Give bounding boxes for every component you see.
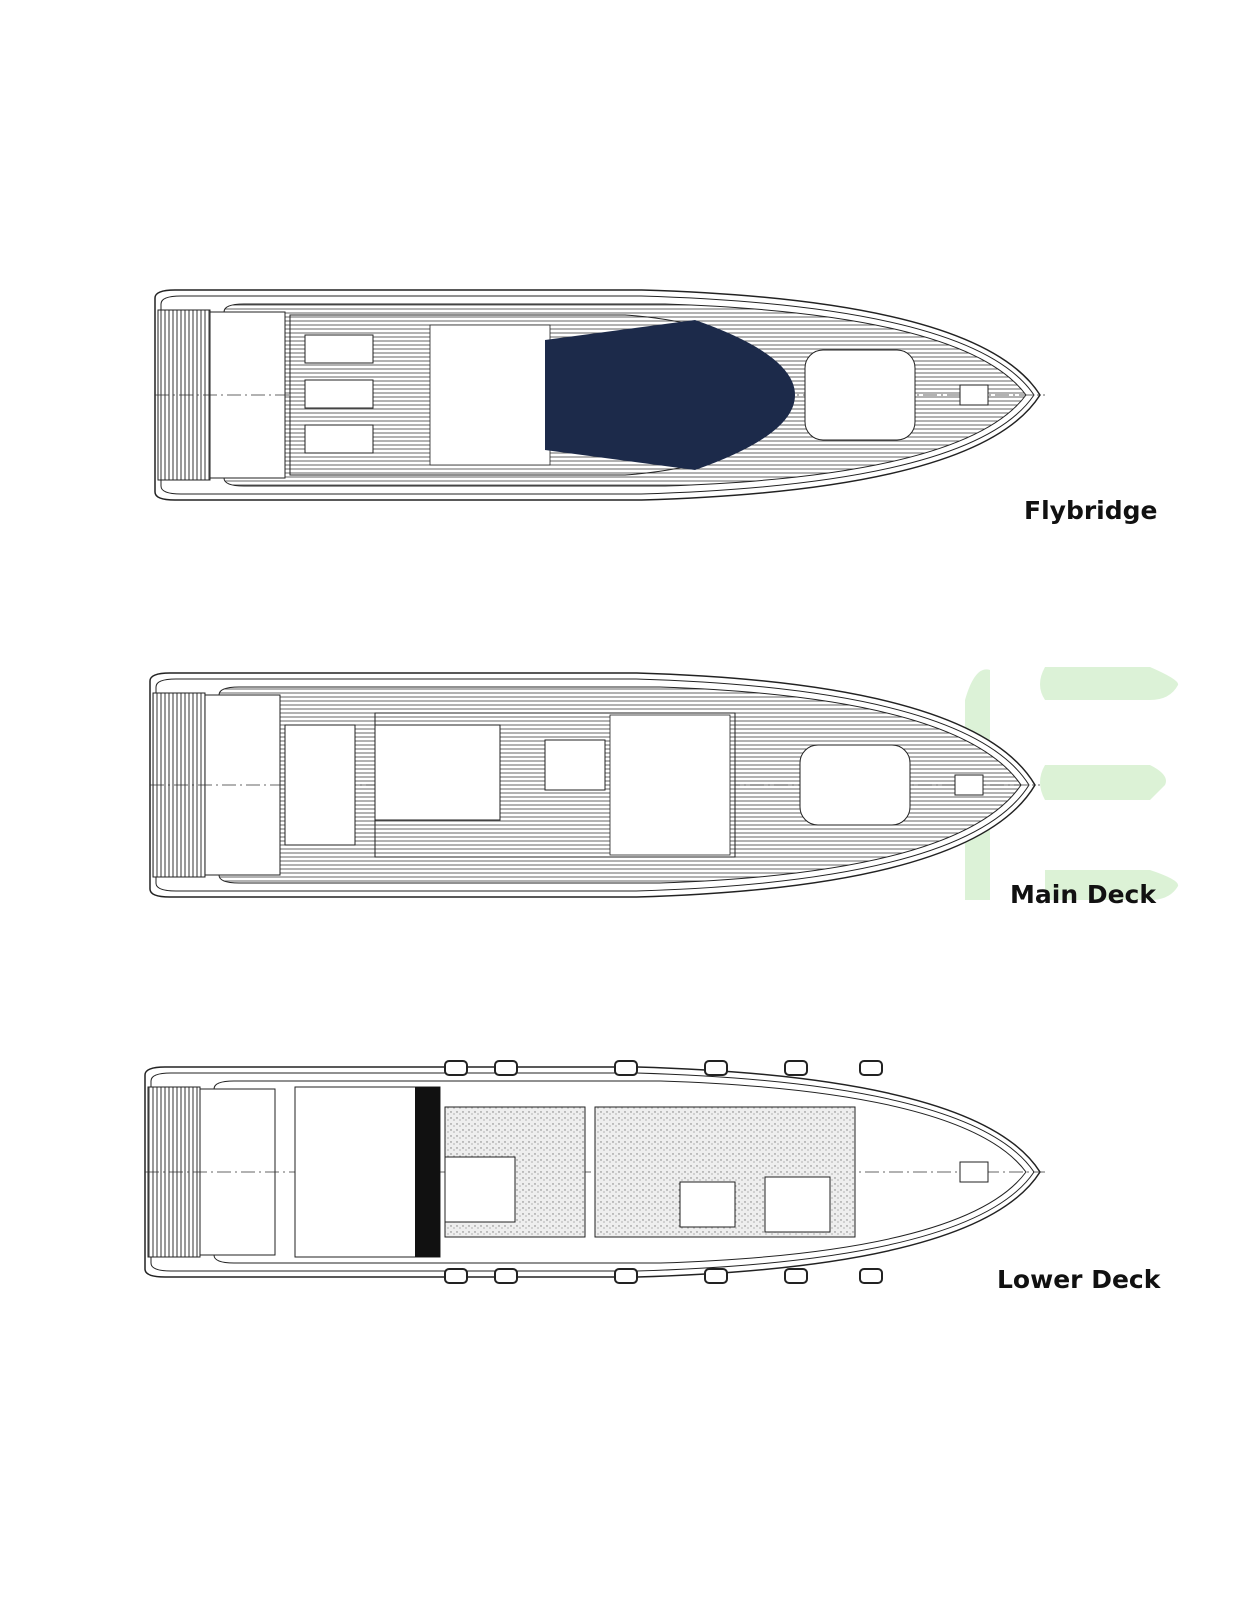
flybridge-label: Flybridge bbox=[1024, 496, 1158, 525]
sunpad bbox=[304, 334, 374, 364]
aft-dining-table bbox=[284, 724, 356, 846]
main-deck-plan bbox=[149, 672, 1040, 898]
guest-bed bbox=[679, 1181, 736, 1228]
porthole bbox=[614, 1060, 638, 1076]
porthole bbox=[444, 1060, 468, 1076]
main-deck-label: Main Deck bbox=[1010, 880, 1156, 909]
porthole bbox=[859, 1268, 883, 1284]
lower-deck-plan bbox=[144, 1060, 1045, 1284]
vip-bed bbox=[764, 1176, 831, 1233]
porthole bbox=[784, 1268, 808, 1284]
porthole bbox=[444, 1268, 468, 1284]
foredeck-sunpad bbox=[799, 744, 911, 826]
hardtop bbox=[545, 320, 795, 470]
anchor-windlass bbox=[959, 384, 989, 406]
engine-bulkhead bbox=[415, 1087, 440, 1257]
sunpad bbox=[304, 379, 374, 409]
porthole bbox=[704, 1268, 728, 1284]
porthole bbox=[784, 1060, 808, 1076]
master-bed bbox=[444, 1156, 516, 1223]
gunwale bbox=[155, 678, 1030, 892]
sofa bbox=[374, 724, 501, 821]
anchor-windlass bbox=[954, 774, 984, 796]
flybridge-plan bbox=[154, 289, 1045, 501]
foredeck-sunpad bbox=[804, 349, 916, 441]
porthole bbox=[859, 1060, 883, 1076]
bar-area bbox=[429, 324, 551, 466]
watermark-logo bbox=[965, 667, 1179, 900]
dining-table bbox=[544, 739, 606, 791]
porthole bbox=[494, 1060, 518, 1076]
porthole bbox=[614, 1268, 638, 1284]
gunwale bbox=[160, 295, 1035, 495]
anchor-windlass bbox=[959, 1161, 989, 1183]
porthole bbox=[704, 1060, 728, 1076]
lower-deck-label: Lower Deck bbox=[997, 1265, 1161, 1294]
porthole bbox=[494, 1268, 518, 1284]
sunpad bbox=[304, 424, 374, 454]
galley-helm bbox=[609, 714, 731, 856]
